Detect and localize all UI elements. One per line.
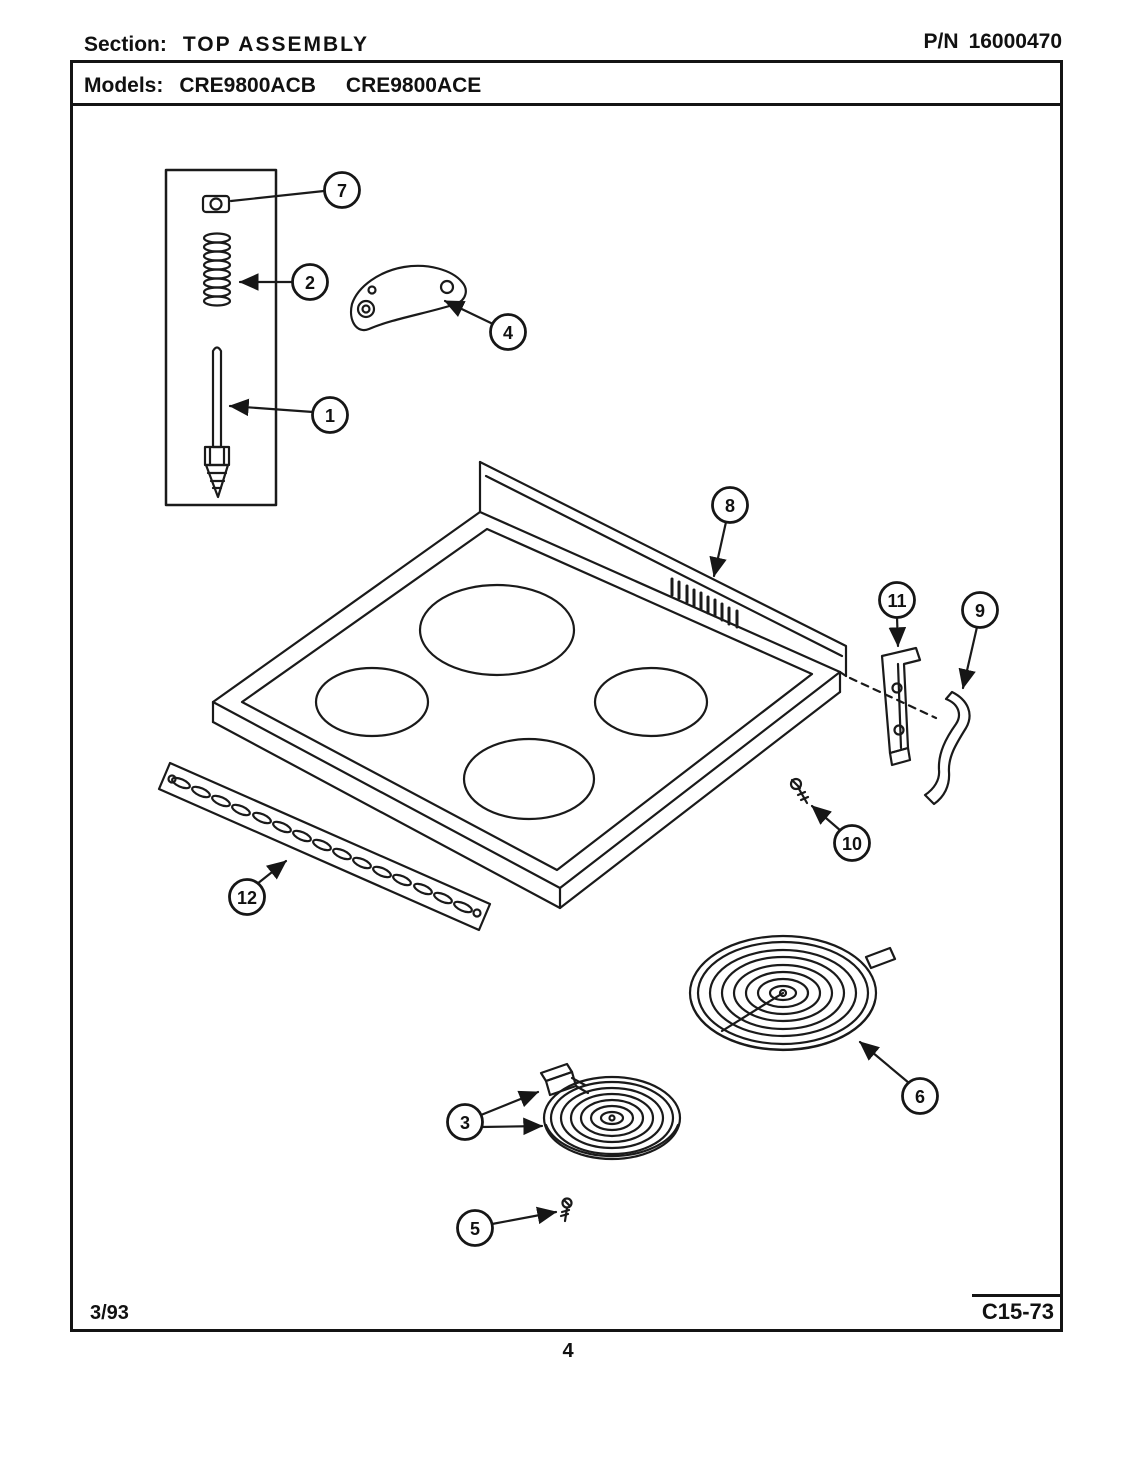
callout-3: 3 (446, 1103, 484, 1141)
leader-line-9 (958, 625, 979, 690)
callout-9: 9 (961, 591, 999, 629)
leader-line-12 (255, 859, 288, 886)
callout-12: 12 (228, 878, 266, 916)
part-stud-screw (203, 346, 231, 499)
callout-number: 6 (915, 1087, 925, 1107)
section-title: TOP ASSEMBLY (182, 33, 370, 56)
part-screw-5 (559, 1197, 573, 1223)
part-number-label: P/N (923, 30, 959, 53)
part-surface-element-small (539, 1062, 682, 1161)
leader-line-3a (479, 1090, 540, 1117)
callout-5: 5 (456, 1209, 494, 1247)
part-maintop (211, 460, 848, 910)
section-header: Section: TOP ASSEMBLY (84, 33, 369, 57)
page-number: 4 (562, 1340, 574, 1362)
callout-1: 1 (311, 396, 349, 434)
callout-number: 4 (503, 323, 513, 343)
callout-number: 11 (887, 591, 906, 611)
section-label: Section: (84, 33, 167, 56)
leader-line-6 (858, 1040, 911, 1085)
part-number-value: 16000470 (968, 30, 1062, 53)
callout-number: 9 (975, 601, 985, 621)
assembly-dash-line (848, 676, 938, 720)
leader-line-8 (709, 520, 728, 578)
callout-4: 4 (489, 313, 527, 351)
model-number-1: CRE9800ACB (179, 74, 316, 97)
callout-11: 11 (878, 581, 916, 619)
callout-6: 6 (901, 1077, 939, 1115)
callout-number: 10 (842, 834, 862, 854)
models-label: Models: (84, 74, 164, 97)
revision-date: 3/93 (90, 1302, 129, 1324)
leader-line-11 (888, 615, 907, 648)
callout-number: 5 (470, 1219, 480, 1239)
leader-line-3b (479, 1117, 544, 1136)
model-number-2: CRE9800ACE (345, 74, 482, 97)
callout-7: 7 (323, 171, 361, 209)
leader-line-4 (443, 299, 495, 326)
diagram-frame (70, 60, 1063, 1332)
leader-line-7 (229, 189, 326, 203)
page-code-divider (972, 1294, 1063, 1297)
header-divider (73, 103, 1063, 106)
part-side-trim (923, 690, 971, 806)
part-spring (202, 232, 232, 307)
callout-number: 3 (460, 1113, 470, 1133)
hardware-box (164, 168, 278, 507)
callout-number: 8 (725, 496, 735, 516)
callout-number: 1 (325, 406, 335, 426)
part-front-trim-strip (157, 761, 492, 932)
callout-number: 7 (337, 181, 347, 201)
part-side-bracket (880, 646, 922, 767)
part-nut (201, 194, 231, 214)
callout-number: 12 (237, 888, 257, 908)
page-code: C15-73 (981, 1299, 1054, 1324)
part-surface-element-large (688, 934, 897, 1052)
callout-2: 2 (291, 263, 329, 301)
callout-number: 2 (305, 273, 315, 293)
callout-8: 8 (711, 486, 749, 524)
part-bracket-arm (349, 264, 467, 332)
leader-line-1 (228, 398, 315, 417)
leader-line-10 (810, 804, 843, 833)
part-screw-10 (789, 777, 810, 805)
callouts: 7 2 1 4 8 11 9 (228, 171, 999, 1247)
part-number-header: P/N 16000470 (924, 30, 1062, 54)
models-header: Models: CRE9800ACB CRE9800ACE (84, 74, 481, 98)
leader-line-5 (490, 1206, 558, 1226)
callout-10: 10 (833, 824, 871, 862)
